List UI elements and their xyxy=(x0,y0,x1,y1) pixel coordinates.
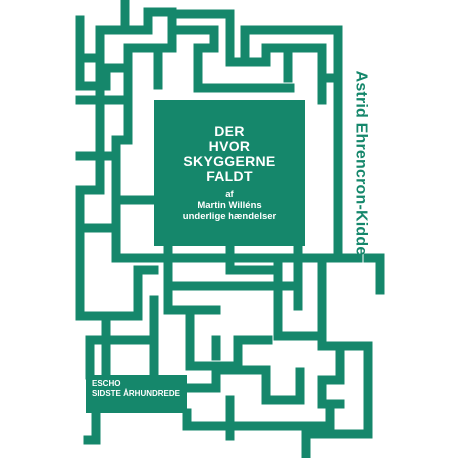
maze-line xyxy=(163,241,221,315)
maze-line xyxy=(75,71,105,321)
maze-line xyxy=(75,265,159,321)
publisher-box: ESCHO SIDSTE ÅRHUNDREDE xyxy=(86,375,187,413)
title-box: DER HVOR SKYGGERNE FALDT af Martin Willé… xyxy=(154,100,305,246)
maze-line xyxy=(301,341,373,458)
maze-line xyxy=(153,9,343,67)
title-line: HVOR xyxy=(208,138,251,154)
subtitle-line: af xyxy=(225,189,234,200)
title-line: DER xyxy=(214,123,245,139)
title-line: SKYGGERNE xyxy=(183,153,276,169)
author-name: Astrid Ehrencron-Kidde xyxy=(352,70,369,256)
publisher-line: ESCHO xyxy=(92,379,121,388)
subtitle-line: underlige hændelser xyxy=(182,211,277,222)
maze-line xyxy=(225,241,275,275)
author-name-vertical: Astrid Ehrencron-Kidde xyxy=(351,63,369,263)
maze-line xyxy=(75,43,163,91)
maze-line xyxy=(317,341,345,409)
maze-line xyxy=(182,408,335,431)
publisher-line: SIDSTE ÅRHUNDREDE xyxy=(92,389,181,398)
maze-line xyxy=(185,305,273,371)
maze-line xyxy=(261,367,305,405)
maze-line xyxy=(273,253,327,341)
maze-line xyxy=(167,25,219,93)
maze-line xyxy=(363,253,385,295)
subtitle-line: Martin Willéns xyxy=(197,200,262,211)
title-line: FALDT xyxy=(206,168,253,184)
maze-line xyxy=(83,408,101,445)
